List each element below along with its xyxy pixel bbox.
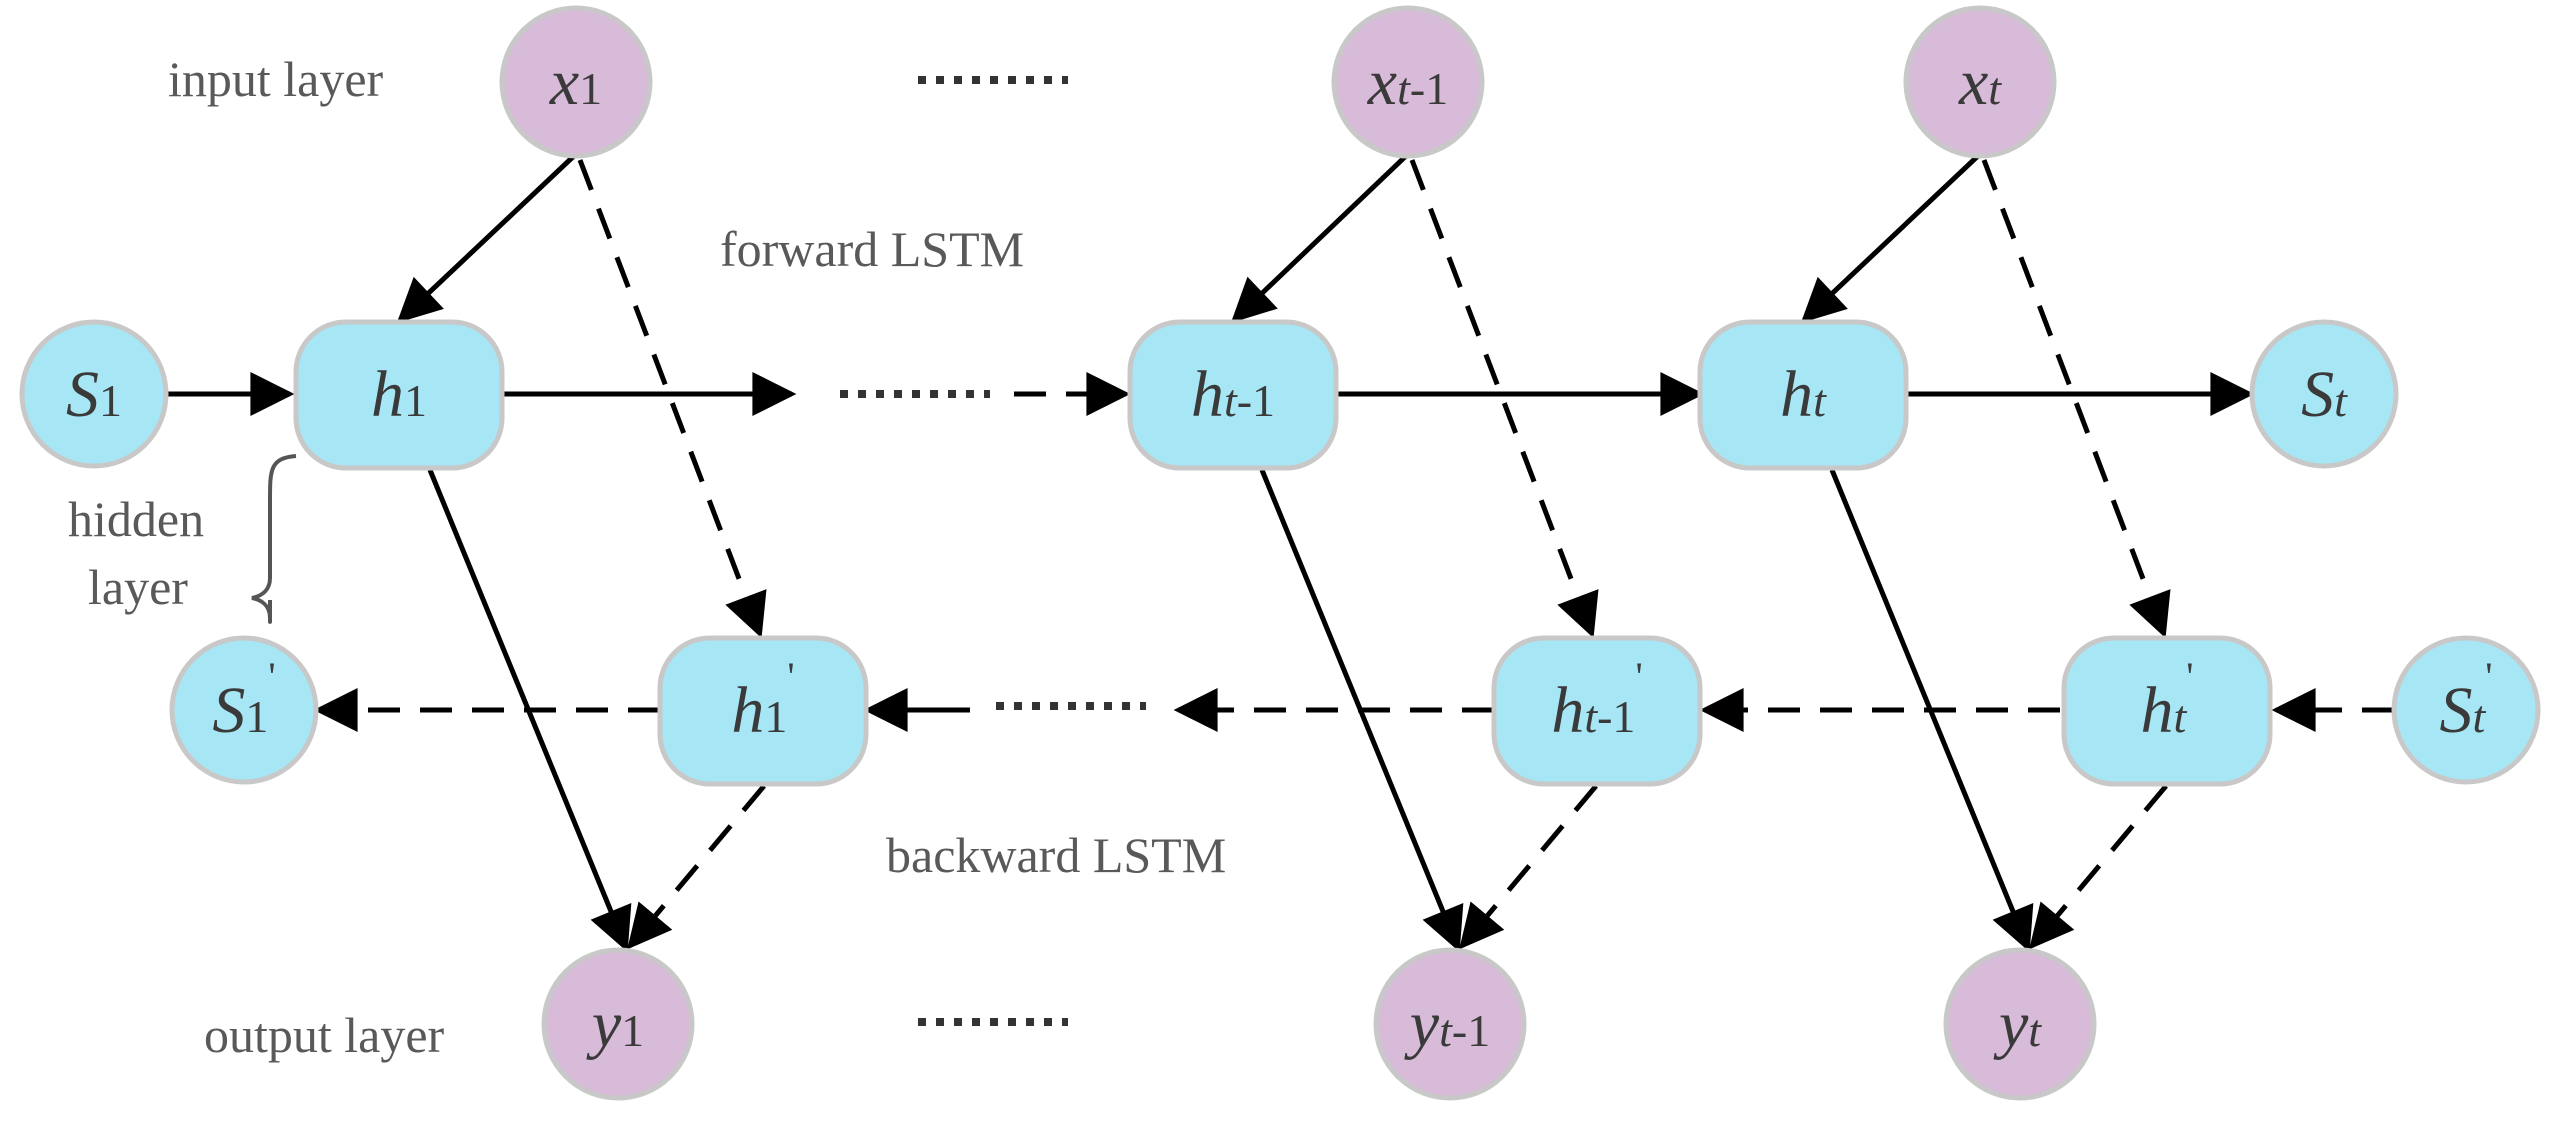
backward-lstm-label: backward LSTM: [886, 827, 1226, 883]
arrow-htp-to-yt: [2029, 784, 2168, 950]
svg-text:yt: yt: [1993, 988, 2042, 1061]
arrow-h1-to-y1: [427, 469, 632, 953]
arrow-xt-to-ht: [1800, 152, 1982, 324]
arrow-xt-to-htp: [1981, 159, 2171, 639]
arrow-h1p-to-y1: [627, 784, 766, 950]
svg-text:y1: y1: [586, 988, 644, 1061]
svg-text:h1: h1: [371, 358, 427, 431]
node-h1-prime: h1': [657, 635, 869, 787]
forward-lstm-label: forward LSTM: [720, 221, 1024, 277]
node-ht-1: ht-1: [1127, 319, 1339, 471]
node-st: St: [2249, 319, 2399, 469]
arrow-xt1-to-ht1p: [1409, 159, 1599, 639]
node-ht: ht: [1697, 319, 1909, 471]
svg-text:St: St: [2301, 358, 2348, 431]
arrow-x1-to-h1: [396, 152, 578, 324]
arrow-ht1p-to-yt1: [1459, 784, 1598, 950]
svg-text:S1: S1: [66, 358, 122, 431]
node-st-prime: St': [2391, 635, 2541, 785]
hidden-layer-label-line2: layer: [88, 559, 188, 615]
arrow-xt1-to-ht1: [1230, 152, 1410, 324]
node-xt: xt: [1903, 5, 2057, 159]
svg-text:x1: x1: [549, 46, 602, 119]
svg-text:ht-1: ht-1: [1191, 358, 1275, 431]
node-yt: yt: [1943, 947, 2097, 1101]
input-layer-label: input layer: [168, 51, 384, 107]
node-ht-1-prime: ht-1': [1491, 635, 1703, 787]
arrow-ht-to-yt: [1829, 469, 2034, 953]
node-y1: y1: [541, 947, 695, 1101]
arrow-x1-to-h1p: [577, 159, 767, 639]
hidden-layer-label-line1: hidden: [68, 491, 204, 547]
svg-text:ht-1': ht-1': [1551, 654, 1642, 747]
svg-text:xt-1: xt-1: [1367, 46, 1448, 119]
node-s1-prime: S1': [169, 635, 319, 785]
output-layer-label: output layer: [204, 1007, 445, 1063]
svg-text:h1': h1': [731, 654, 794, 747]
svg-text:S1': S1': [212, 654, 275, 747]
node-ht-prime: ht': [2061, 635, 2273, 787]
hidden-layer-brace: [251, 454, 297, 624]
node-yt-1: yt-1: [1373, 947, 1527, 1101]
node-s1: S1: [19, 319, 169, 469]
svg-text:yt-1: yt-1: [1404, 988, 1490, 1061]
svg-text:ht: ht: [1780, 358, 1827, 431]
svg-text:St': St': [2440, 654, 2493, 747]
svg-text:xt: xt: [1958, 46, 2002, 119]
arrow-ht1-to-yt1: [1259, 469, 1464, 953]
svg-text:ht': ht': [2141, 654, 2194, 747]
node-x1: x1: [499, 5, 653, 159]
node-h1: h1: [293, 319, 505, 471]
node-xt-1: xt-1: [1331, 5, 1485, 159]
